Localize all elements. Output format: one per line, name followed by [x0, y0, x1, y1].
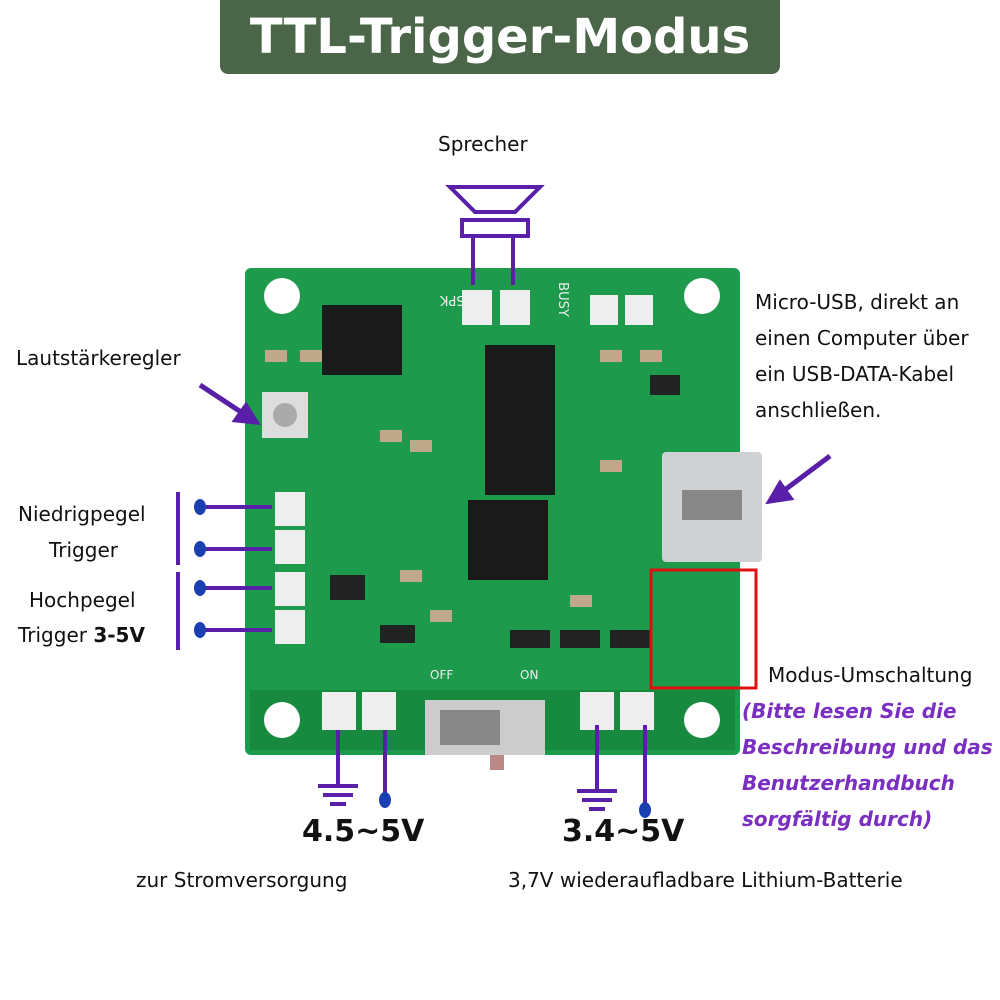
silk-on: ON: [520, 668, 539, 682]
high-trigger-label: Hochpegel: [29, 588, 136, 612]
low-trigger-label: Niedrigpegel: [18, 502, 146, 526]
mount-hole: [684, 702, 720, 738]
battery-voltage: 3.4~5V: [562, 814, 685, 849]
mount-hole: [264, 278, 300, 314]
silk-busy: BUSY: [554, 282, 570, 317]
usb-description: Micro-USB, direkt an einen Computer über…: [755, 290, 969, 422]
ic-chip: [322, 305, 402, 375]
title-banner: TTL-Trigger-Modus: [220, 0, 780, 74]
high-trigger-label-2: Trigger 3-5V: [18, 623, 145, 647]
mount-hole: [264, 702, 300, 738]
ic-chip: [468, 500, 548, 580]
ic-chip: [485, 345, 555, 495]
volume-label: Lautstärkeregler: [16, 346, 181, 370]
mode-switch-highlight: [649, 568, 758, 690]
silk-off: OFF: [430, 668, 454, 682]
arrow-icon: [198, 382, 832, 505]
speaker-icon: [445, 185, 545, 285]
power-voltage: 4.5~5V: [302, 814, 425, 849]
battery-label: 3,7V wiederaufladbare Lithium-Batterie: [508, 868, 903, 892]
power-label: zur Stromversorgung: [136, 868, 348, 892]
mode-note: (Bitte lesen Sie die Beschreibung und da…: [742, 699, 993, 831]
speaker-label: Sprecher: [438, 132, 528, 156]
low-trigger-label-2: Trigger: [49, 538, 118, 562]
silk-spk: SPK: [440, 292, 465, 307]
mount-hole: [684, 278, 720, 314]
mode-label: Modus-Umschaltung: [768, 663, 973, 687]
